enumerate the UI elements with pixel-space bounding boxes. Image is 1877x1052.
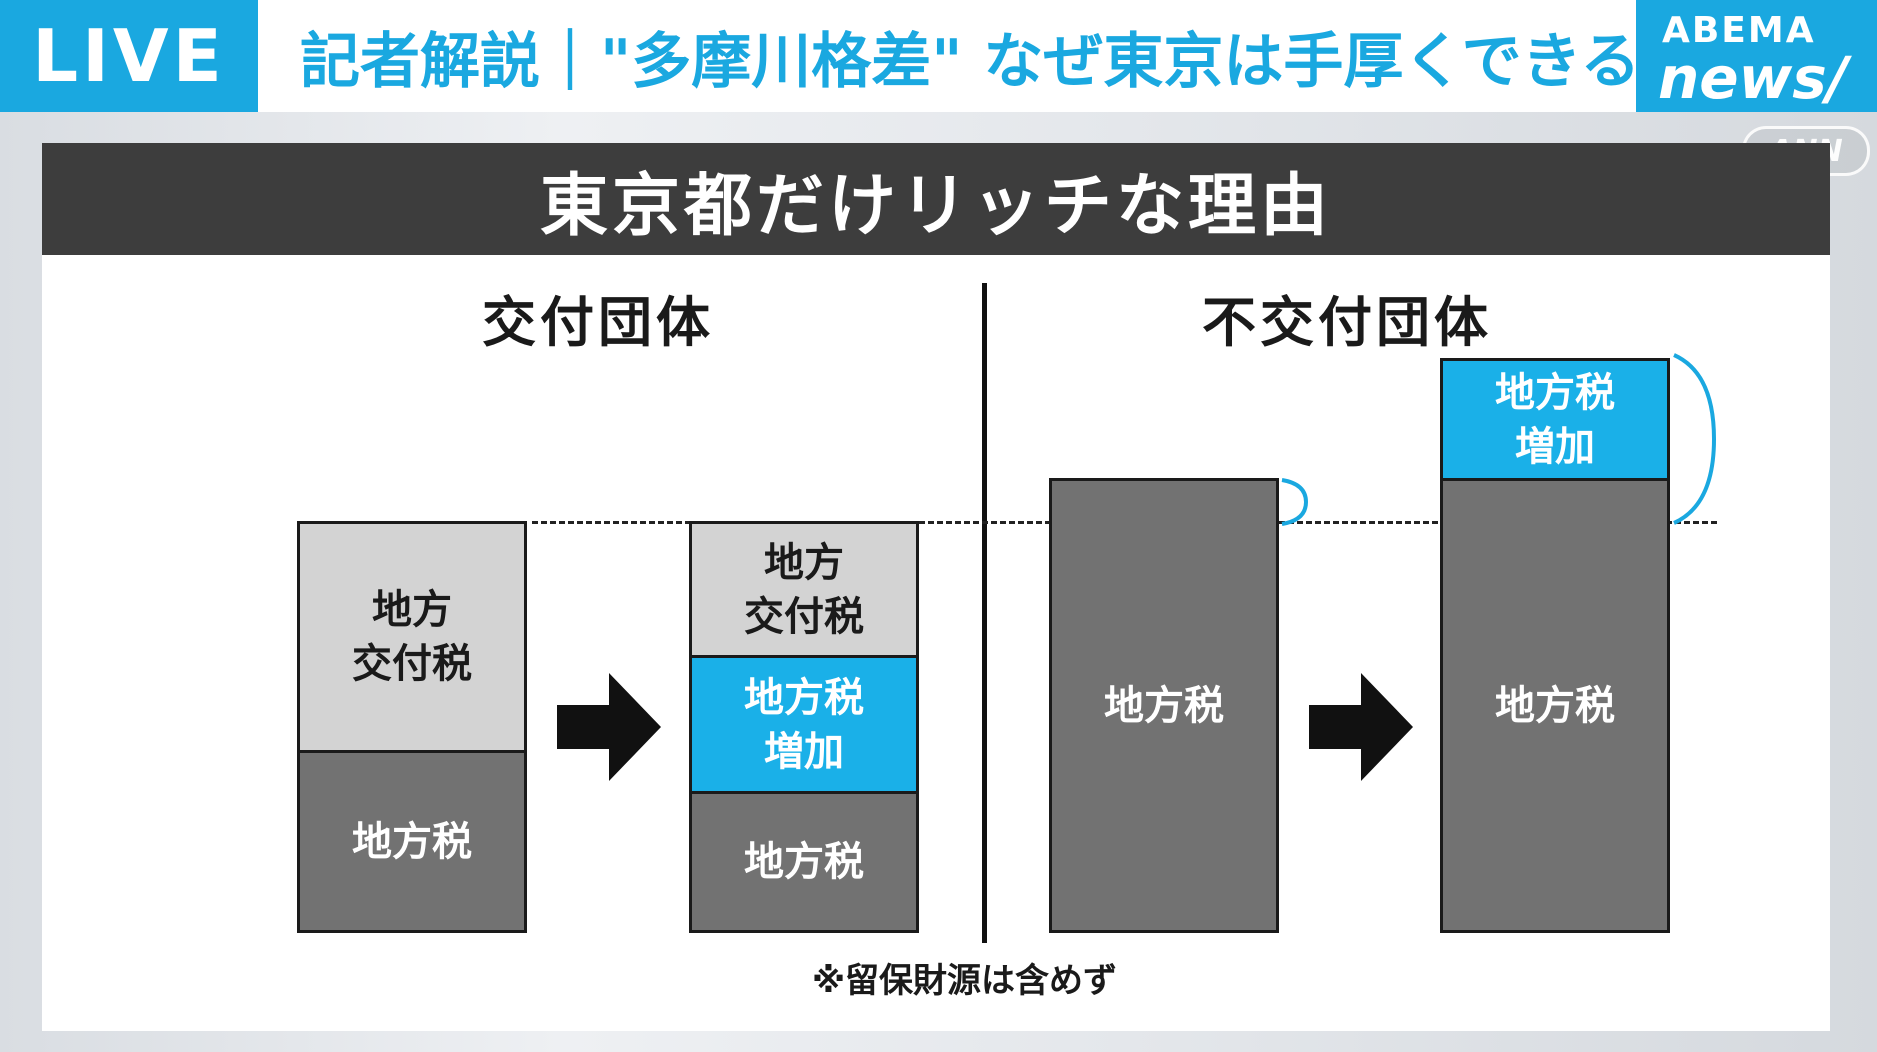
left-section-label: 交付団体	[482, 291, 714, 354]
right-section-label: 不交付団体	[1202, 291, 1492, 354]
block-left-before-grant: 地方 交付税	[297, 521, 527, 753]
large-brace-icon	[1673, 353, 1717, 525]
block-left-after-grant: 地方 交付税	[689, 521, 919, 658]
headline: 記者解説｜"多摩川格差" なぜ東京は手厚くできる?	[300, 26, 1676, 97]
logo-news-text: news/	[1658, 44, 1848, 112]
logo-abema-text: ABEMA	[1662, 10, 1816, 51]
live-badge: LIVE	[0, 0, 258, 112]
block-right-after-increase: 地方税 増加	[1440, 358, 1670, 481]
block-left-after-increase: 地方税 増加	[689, 655, 919, 794]
block-left-before-tax: 地方税	[297, 750, 527, 933]
arrow-right-icon	[1309, 673, 1413, 781]
block-left-after-tax: 地方税	[689, 791, 919, 933]
slide-panel: 東京都だけリッチな理由 交付団体 不交付団体 地方 交付税 地方税 地方 交付税…	[42, 143, 1830, 1031]
small-brace-icon	[1281, 478, 1309, 526]
arrow-right-icon	[557, 673, 661, 781]
block-right-before-tax: 地方税	[1049, 478, 1279, 933]
broadcast-top-bar: LIVE 記者解説｜"多摩川格差" なぜ東京は手厚くできる? ABEMA new…	[0, 0, 1877, 112]
slide-title: 東京都だけリッチな理由	[42, 143, 1830, 255]
block-right-after-tax: 地方税	[1440, 478, 1670, 933]
abema-news-logo: ABEMA news/	[1636, 0, 1877, 112]
footnote: ※留保財源は含めず	[812, 961, 1118, 1001]
section-divider	[982, 283, 987, 943]
